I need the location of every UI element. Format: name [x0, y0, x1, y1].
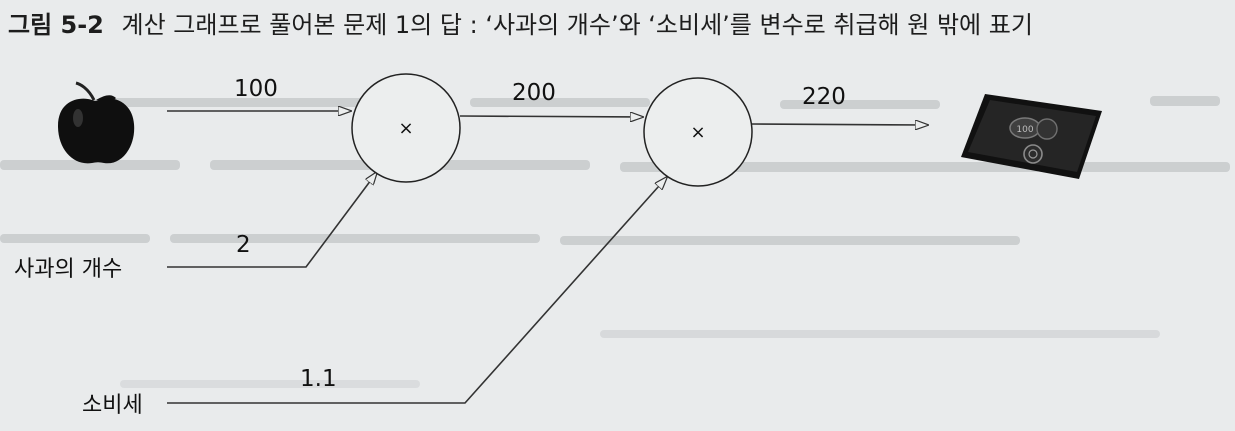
multiply-node-2: × [643, 77, 753, 187]
figure-caption: 그림 5-2 계산 그래프로 풀어본 문제 1의 답 : ‘사과의 개수’와 ‘… [8, 10, 1033, 40]
edge-node1-output [459, 116, 643, 117]
node1-output-value: 200 [512, 80, 556, 106]
wallet-icon: 100 [961, 94, 1102, 179]
edge-apple-count [167, 172, 377, 268]
apple-count-label: 사과의 개수 [14, 257, 122, 282]
multiply-node-2-operator: × [690, 122, 705, 143]
tax-label: 소비세 [82, 393, 143, 418]
tax-value: 1.1 [300, 366, 337, 392]
multiply-node-1: × [351, 73, 461, 183]
apple-price-value: 100 [234, 76, 278, 102]
caption-text: 계산 그래프로 풀어본 문제 1의 답 : ‘사과의 개수’와 ‘소비세’를 변… [121, 11, 1033, 39]
apple-icon [58, 81, 135, 164]
edge-node2-output [750, 124, 928, 125]
multiply-node-1-operator: × [398, 118, 413, 139]
svg-text:100: 100 [1016, 125, 1033, 135]
edge-tax [167, 177, 667, 404]
figure-number: 그림 5-2 [8, 11, 104, 39]
node2-output-value: 220 [802, 84, 846, 110]
apple-count-value: 2 [236, 232, 251, 258]
